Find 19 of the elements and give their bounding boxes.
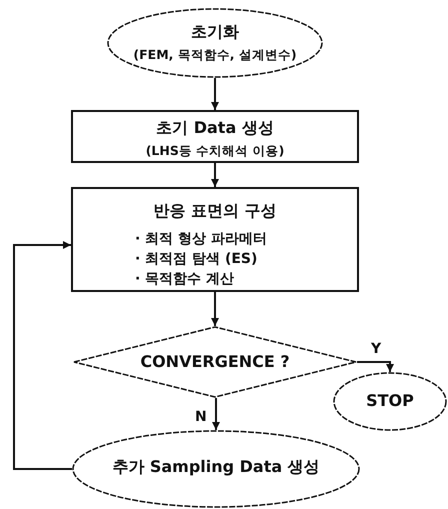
bullet-item: · 최적 형상 파라메터 [135, 230, 267, 248]
arrow [211, 78, 219, 110]
node-heading: 초기화 [191, 22, 239, 43]
node-subtitle: (FEM, 목적함수, 설계변수) [133, 47, 297, 64]
arrow [357, 361, 394, 372]
node-heading: 초기 Data 생성 [156, 118, 274, 139]
arrow [13, 241, 72, 470]
process-box [71, 187, 359, 292]
bullet-item: · 최적점 탐색 (ES) [135, 250, 258, 268]
node-heading: 추가 Sampling Data 생성 [112, 457, 320, 478]
node-heading: 반응 표면의 구성 [153, 201, 277, 222]
arrow [212, 398, 220, 430]
arrow [211, 163, 219, 187]
node-heading: CONVERGENCE ? [140, 352, 290, 371]
arrow [211, 292, 219, 326]
bullet-item: · 목적함수 계산 [135, 270, 234, 288]
node-subtitle: (LHS등 수치해석 이용) [146, 143, 284, 160]
process-box [71, 110, 359, 163]
node-heading: STOP [366, 391, 414, 410]
